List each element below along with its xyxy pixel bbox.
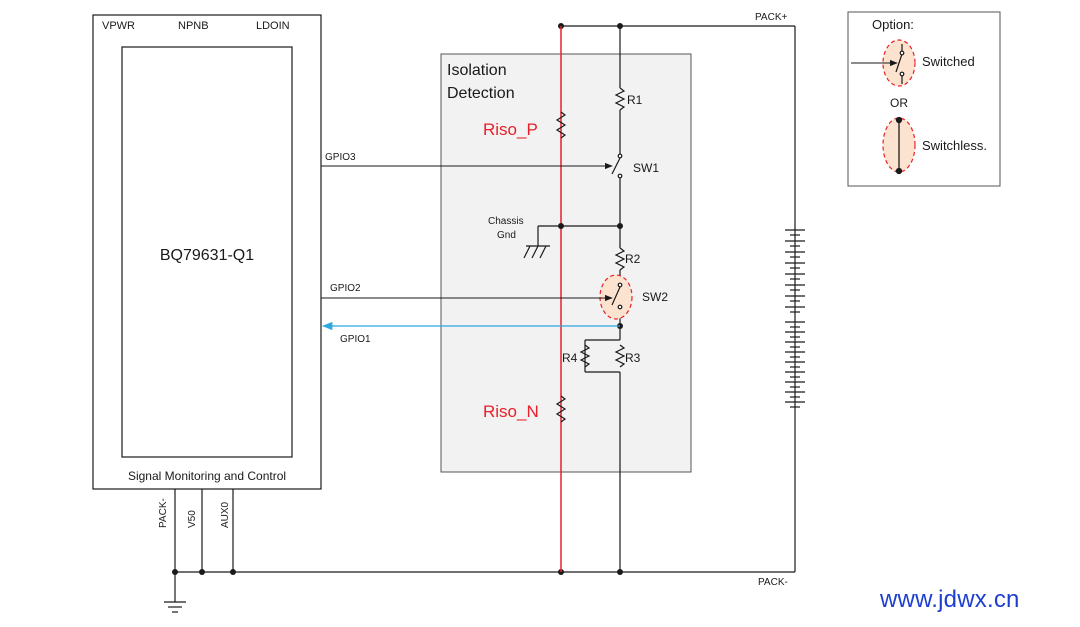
pin-vpwr: VPWR bbox=[102, 20, 135, 32]
riso-p-resistor bbox=[555, 111, 567, 139]
junction-dot bbox=[558, 223, 564, 229]
chip-footer: Signal Monitoring and Control bbox=[128, 469, 286, 483]
label-riso-n: Riso_N bbox=[483, 402, 539, 421]
label-pack-plus: PACK+ bbox=[755, 12, 787, 23]
label-pack-minus: PACK- bbox=[758, 577, 788, 588]
pin-aux0: AUX0 bbox=[220, 501, 231, 528]
option-title: Option: bbox=[872, 17, 914, 32]
label-r4: R4 bbox=[562, 351, 578, 365]
option-or: OR bbox=[890, 96, 908, 110]
pin-ldoin: LDOIN bbox=[256, 20, 290, 32]
chip-inner-box bbox=[121, 46, 293, 458]
pin-pack-minus: PACK- bbox=[158, 498, 169, 528]
junction-dot bbox=[617, 223, 623, 229]
watermark: www.jdwx.cn bbox=[880, 586, 1020, 613]
option-switchless-label: Switchless. bbox=[922, 138, 987, 153]
pin-v50: V50 bbox=[187, 510, 198, 528]
sw2-switch bbox=[611, 282, 623, 310]
pin-npnb: NPNB bbox=[178, 20, 209, 32]
label-gpio1: GPIO1 bbox=[340, 334, 371, 345]
option-box bbox=[847, 11, 1001, 187]
option-switchless-wire bbox=[895, 116, 903, 175]
label-sw1: SW1 bbox=[633, 161, 659, 175]
ground-symbol bbox=[164, 572, 186, 613]
option-switched-label: Switched bbox=[922, 54, 975, 69]
riso-n-resistor bbox=[555, 395, 567, 423]
isolation-title-line2: Detection bbox=[447, 85, 515, 102]
option-switched-switch bbox=[895, 44, 905, 84]
isolation-title-line1: Isolation bbox=[447, 62, 507, 79]
label-r2: R2 bbox=[625, 252, 641, 266]
chip-name: BQ79631-Q1 bbox=[160, 247, 254, 264]
detection-branch bbox=[579, 26, 626, 572]
label-riso-p: Riso_P bbox=[483, 120, 538, 139]
chassis-ground-symbol bbox=[523, 226, 550, 259]
label-gpio3: GPIO3 bbox=[325, 152, 356, 163]
sw1-switch bbox=[611, 153, 623, 179]
label-r3: R3 bbox=[625, 351, 641, 365]
label-chassis: Chassis bbox=[488, 216, 524, 227]
isolation-detection-region bbox=[440, 53, 692, 473]
label-gnd: Gnd bbox=[497, 230, 516, 241]
battery-cells bbox=[785, 229, 805, 408]
label-sw2: SW2 bbox=[642, 290, 668, 304]
bottom-pins bbox=[174, 489, 234, 572]
label-r1: R1 bbox=[627, 93, 643, 107]
label-gpio2: GPIO2 bbox=[330, 283, 361, 294]
